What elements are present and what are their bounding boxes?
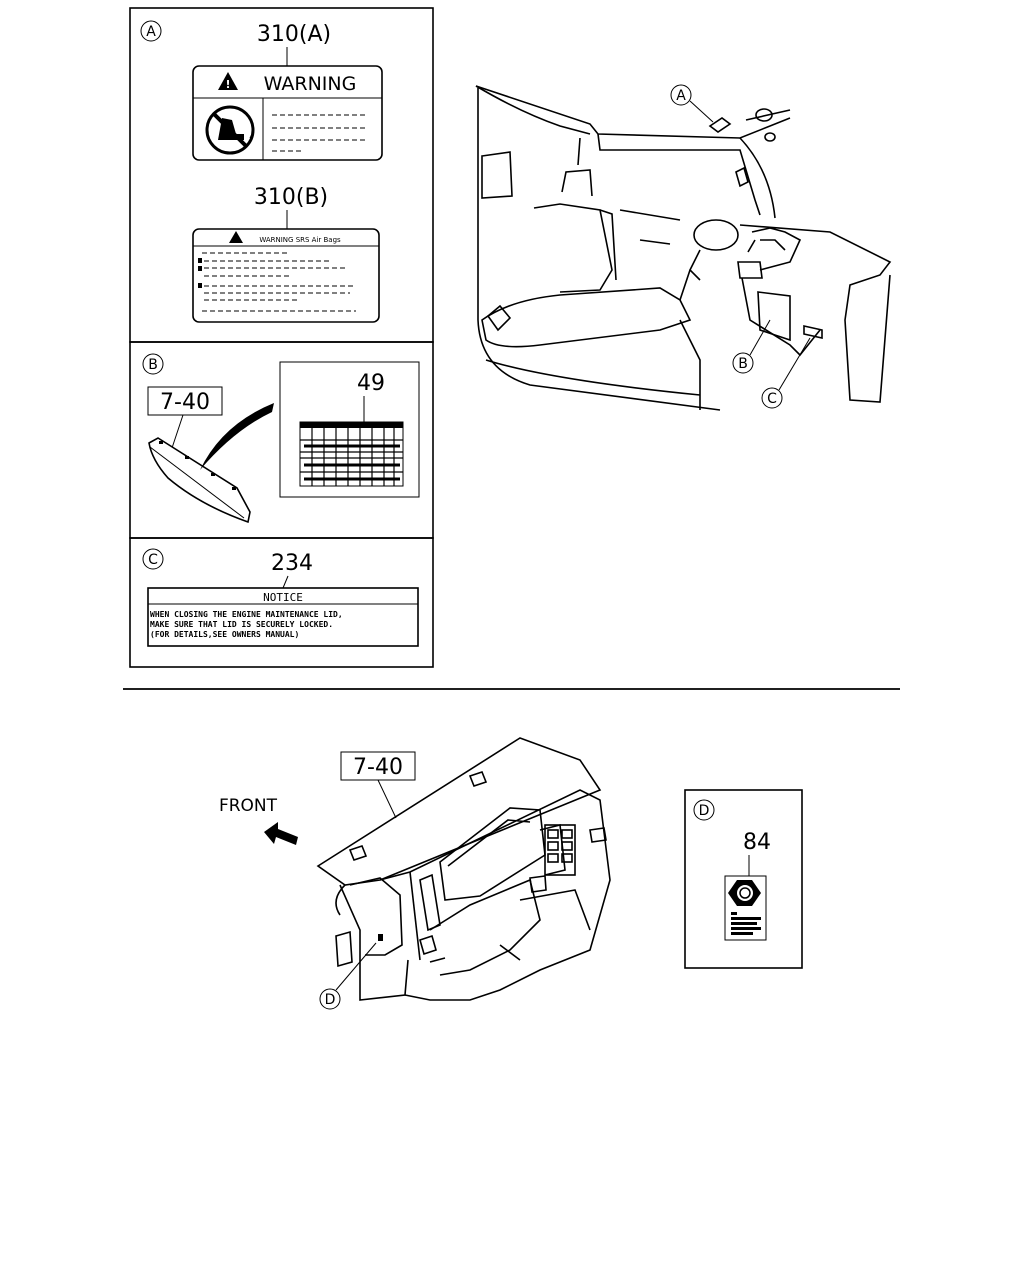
part-310a-number: 310(A) xyxy=(257,22,331,47)
callout-a: A xyxy=(670,84,714,123)
panel-a: A 310(A) ! WARNING 310(B) xyxy=(129,7,434,343)
svg-text:A: A xyxy=(676,88,686,104)
dash-cover-panel xyxy=(148,437,251,524)
notice-title: NOTICE xyxy=(263,591,303,604)
front-arrow-icon xyxy=(264,822,298,845)
front-label: FRONT xyxy=(219,796,278,816)
panel-a-letter: A xyxy=(146,24,156,40)
panel-c: C 234 NOTICE WHEN CLOSING THE ENGINE MAI… xyxy=(129,537,434,668)
callout-d: D xyxy=(319,942,377,1010)
panel-b: B 7-40 49 xyxy=(129,341,434,539)
callout-c: C xyxy=(761,337,811,409)
part-310b-number: 310(B) xyxy=(254,185,328,210)
panel-d: D 84 xyxy=(684,789,803,969)
cab-interior-illustration: A B C xyxy=(475,84,892,411)
svg-text:C: C xyxy=(767,391,777,407)
panel-d-letter: D xyxy=(699,803,710,819)
part-7-40-number: 7-40 xyxy=(160,390,210,415)
leader-arrow-shape xyxy=(200,403,274,470)
part-49-number: 49 xyxy=(357,371,385,396)
label-310a-text-lines xyxy=(272,114,368,152)
part-7-40-dash-number: 7-40 xyxy=(353,755,403,780)
warning-label-310b: WARNING SRS Air Bags xyxy=(192,228,380,323)
label-84 xyxy=(724,875,767,941)
warning-title: WARNING xyxy=(264,73,357,95)
dashboard-illustration: 7-40 FRONT xyxy=(219,737,611,1010)
fuse-label-49 xyxy=(299,421,404,487)
panel-b-letter: B xyxy=(148,357,158,373)
part-84-number: 84 xyxy=(743,830,771,855)
svg-text:!: ! xyxy=(225,78,230,91)
svg-text:B: B xyxy=(738,356,748,372)
svg-text:D: D xyxy=(325,992,336,1008)
no-child-seat-icon xyxy=(205,105,255,155)
panel-c-letter: C xyxy=(148,552,158,568)
notice-line-2: MAKE SURE THAT LID IS SECURELY LOCKED. xyxy=(150,620,333,629)
warning-triangle-icon xyxy=(218,72,238,90)
callout-b: B xyxy=(732,319,771,374)
label-310b-text-lines xyxy=(202,252,356,312)
warning-triangle-small-icon xyxy=(229,231,243,243)
label-310b-title: WARNING SRS Air Bags xyxy=(259,236,341,244)
notice-label-234: NOTICE WHEN CLOSING THE ENGINE MAINTENAN… xyxy=(147,587,419,647)
part-234-number: 234 xyxy=(271,551,313,576)
warning-label-310a: ! WARNING xyxy=(192,65,383,161)
notice-line-1: WHEN CLOSING THE ENGINE MAINTENANCE LID, xyxy=(150,610,343,619)
notice-line-3: (FOR DETAILS,SEE OWNERS MANUAL) xyxy=(150,630,299,639)
